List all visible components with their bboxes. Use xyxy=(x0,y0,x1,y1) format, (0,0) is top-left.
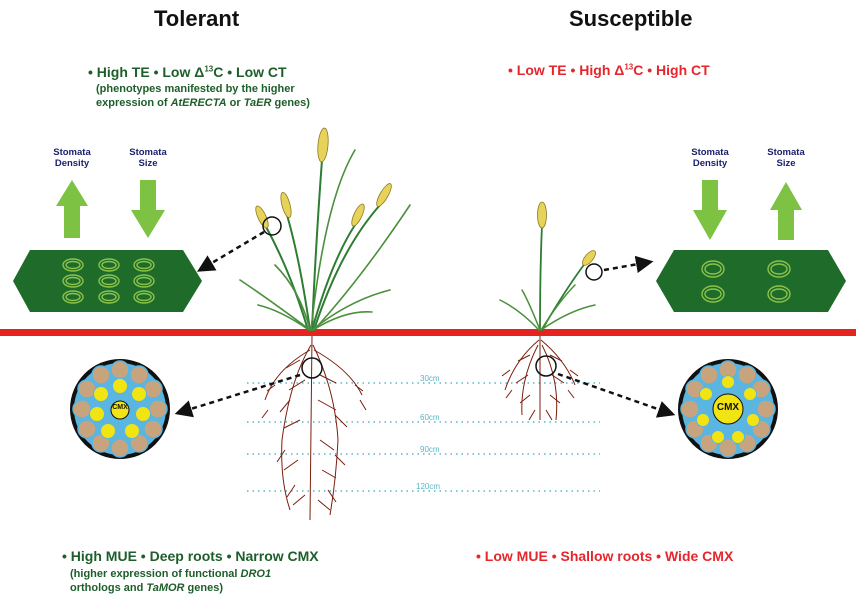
note-text: or xyxy=(226,97,244,109)
note-line: (higher expression of functional DRO1 xyxy=(70,567,271,581)
tolerant-plant-shoot xyxy=(239,127,411,331)
tolerant-roots xyxy=(261,335,367,521)
susceptible-plant-shoot xyxy=(499,201,596,331)
gene-atERECTA: AtERECTA xyxy=(170,97,227,109)
susceptible-size-up-arrow xyxy=(770,182,802,240)
susceptible-heading: Susceptible xyxy=(569,6,693,31)
note-text: orthologs and xyxy=(70,582,147,594)
bullet: • xyxy=(551,548,561,564)
depth-label-120: 120cm xyxy=(416,482,441,491)
bullet: • xyxy=(140,548,150,564)
depth-label-30: 30cm xyxy=(420,374,440,383)
susceptible-cmx-label: CMX xyxy=(716,402,740,413)
label-line: Stomata xyxy=(691,147,729,158)
tolerant-size-down-arrow xyxy=(131,180,165,238)
note-text: (higher expression of functional xyxy=(70,568,241,580)
trait-delta-c: C xyxy=(213,64,224,80)
bullet: • xyxy=(656,548,665,564)
note-text: genes) xyxy=(184,582,223,594)
label-line: Density xyxy=(54,158,90,169)
susceptible-root-cross-section xyxy=(678,359,778,459)
tolerant-bottom-traits: • High MUE • Deep roots • Narrow CMX xyxy=(62,548,319,564)
susceptible-leaf-panel xyxy=(656,250,846,312)
label-line: Stomata xyxy=(129,147,167,158)
trait-te: High TE xyxy=(96,64,150,80)
bullet: • xyxy=(508,62,517,78)
depth-lines xyxy=(247,382,600,492)
bullet: • xyxy=(476,548,485,564)
label-line: Density xyxy=(692,158,728,169)
note-text: expression of xyxy=(96,97,171,109)
label-line: Stomata xyxy=(53,147,91,158)
susceptible-stomata-size-label: Stomata Size xyxy=(758,147,814,169)
trait-mue: Low MUE xyxy=(484,548,548,564)
trait-cmx: Wide CMX xyxy=(664,548,734,564)
susceptible-stomata-density-label: Stomata Density xyxy=(682,147,738,169)
trait-delta: High Δ xyxy=(579,62,625,78)
susceptible-bottom-traits: • Low MUE • Shallow roots • Wide CMX xyxy=(476,548,733,564)
tolerant-leaf-panel xyxy=(13,250,202,312)
tolerant-cmx-label: CMX xyxy=(112,404,128,411)
gene-taER: TaER xyxy=(243,97,272,109)
trait-mue: High MUE xyxy=(70,548,137,564)
callout-arrows xyxy=(174,230,676,418)
bullet: • xyxy=(227,64,237,80)
tolerant-cmx-vessel xyxy=(110,400,130,420)
trait-ct: Low CT xyxy=(236,64,287,80)
label-line: Size xyxy=(138,158,158,169)
label-line: Stomata xyxy=(767,147,805,158)
susceptible-top-traits: • Low TE • High Δ13C • High CT xyxy=(508,62,710,78)
trait-delta-sup: 13 xyxy=(204,64,214,74)
tolerant-stomata-density-label: Stomata Density xyxy=(44,147,100,169)
trait-delta: Low Δ xyxy=(162,64,205,80)
tolerant-heading: Tolerant xyxy=(154,6,240,31)
note-line: orthologs and TaMOR genes) xyxy=(70,581,271,595)
trait-roots: Deep roots xyxy=(149,548,223,564)
trait-delta-c: C xyxy=(633,62,644,78)
note-text: genes) xyxy=(271,97,310,109)
susceptible-density-down-arrow xyxy=(693,180,727,240)
trait-te: Low TE xyxy=(516,62,567,78)
susceptible-cmx-vessel xyxy=(712,393,744,425)
tolerant-density-up-arrow xyxy=(56,180,88,238)
magnifier-circles xyxy=(262,216,603,379)
bullet: • xyxy=(570,62,580,78)
tolerant-root-cross-section xyxy=(70,359,170,459)
gene-tamor: TaMOR xyxy=(146,582,185,594)
trait-delta-sup: 13 xyxy=(624,62,634,72)
depth-label-60: 60cm xyxy=(420,413,440,422)
bullet: • xyxy=(226,548,236,564)
note-line: (phenotypes manifested by the higher xyxy=(96,83,295,95)
tolerant-stomata-size-label: Stomata Size xyxy=(120,147,176,169)
bullet: • xyxy=(62,548,71,564)
bullet: • xyxy=(647,62,657,78)
tolerant-top-traits: • High TE • Low Δ13C • Low CT xyxy=(88,64,287,80)
label-line: Size xyxy=(776,158,796,169)
trait-ct: High CT xyxy=(656,62,710,78)
ground-line xyxy=(0,329,856,336)
susceptible-roots xyxy=(501,336,579,421)
bullet: • xyxy=(88,64,97,80)
tolerant-top-note: (phenotypes manifested by the higher exp… xyxy=(96,82,310,110)
trait-cmx: Narrow CMX xyxy=(235,548,319,564)
trait-roots: Shallow roots xyxy=(560,548,653,564)
gene-dro1: DRO1 xyxy=(240,568,272,580)
bullet: • xyxy=(153,64,163,80)
note-line: expression of AtERECTA or TaER genes) xyxy=(96,96,310,110)
depth-label-90: 90cm xyxy=(420,445,440,454)
tolerant-bottom-note: (higher expression of functional DRO1 or… xyxy=(70,567,271,595)
